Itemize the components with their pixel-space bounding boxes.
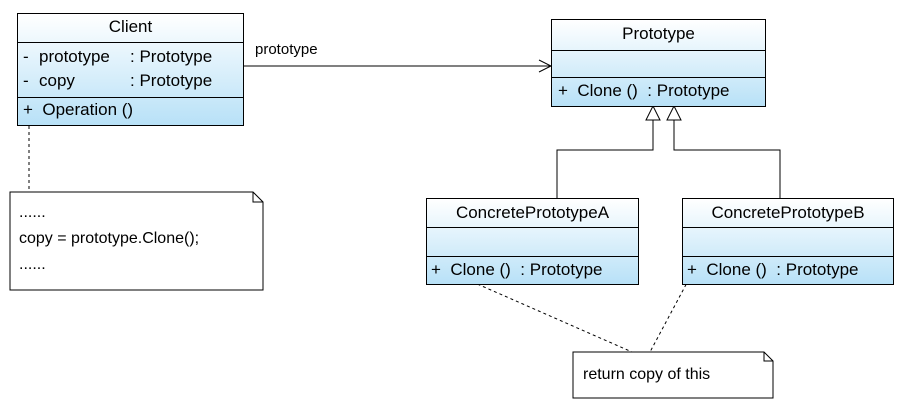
association-label: prototype bbox=[255, 41, 318, 58]
clone-note-anchor-b bbox=[649, 278, 690, 353]
concrete-prototype-b-class[interactable]: ConcretePrototypeB + Clone () : Prototyp… bbox=[682, 198, 894, 285]
concrete-a-attr-divider bbox=[427, 256, 638, 257]
clone-note-fold bbox=[763, 352, 773, 362]
client-attr-prototype-vis: - bbox=[23, 47, 29, 66]
client-attr-copy-type: : Prototype bbox=[130, 71, 213, 90]
concrete-b-name-divider bbox=[683, 227, 893, 228]
client-note-line-1: ...... bbox=[19, 204, 46, 221]
client-note-fold bbox=[252, 192, 263, 203]
concrete-a-name-divider bbox=[427, 227, 638, 228]
concrete-prototype-a-name: ConcretePrototypeA bbox=[455, 203, 610, 222]
client-attr-divider bbox=[18, 97, 243, 98]
generalization-a-line bbox=[556, 120, 654, 199]
generalization-b-arrowhead bbox=[666, 104, 682, 121]
clone-note-text: return copy of this bbox=[583, 366, 711, 383]
prototype-attr-divider bbox=[552, 77, 765, 78]
prototype-op-clone: + Clone () : Prototype bbox=[558, 81, 730, 100]
client-name-divider bbox=[18, 42, 243, 43]
prototype-name-divider bbox=[552, 50, 765, 51]
clone-note-shape bbox=[572, 351, 774, 399]
generalization-a-arrowhead bbox=[645, 104, 661, 121]
client-note-shape bbox=[9, 191, 264, 291]
client-class-name: Client bbox=[108, 17, 153, 36]
client-attr-copy-vis: - bbox=[23, 71, 29, 90]
prototype-class[interactable]: Prototype + Clone () : Prototype bbox=[551, 19, 766, 107]
client-note-line-3: ...... bbox=[19, 256, 46, 273]
concrete-b-op-clone: + Clone () : Prototype bbox=[687, 260, 859, 279]
client-attr-prototype-type: : Prototype bbox=[130, 47, 213, 66]
client-class[interactable]: Client - prototype : Prototype - copy : … bbox=[17, 13, 244, 126]
client-attr-copy-name: copy bbox=[39, 71, 75, 90]
generalization-b-line bbox=[673, 120, 781, 199]
concrete-a-op-clone: + Clone () : Prototype bbox=[431, 260, 603, 279]
concrete-b-attr-divider bbox=[683, 256, 893, 257]
client-op-operation: + Operation () bbox=[23, 100, 134, 119]
concrete-prototype-a-class[interactable]: ConcretePrototypeA + Clone () : Prototyp… bbox=[426, 198, 639, 285]
prototype-class-name: Prototype bbox=[622, 24, 695, 43]
client-attr-prototype-name: prototype bbox=[39, 47, 110, 66]
clone-note: return copy of this bbox=[573, 352, 773, 398]
client-note-line-2: copy = prototype.Clone(); bbox=[19, 230, 200, 247]
concrete-prototype-b-name: ConcretePrototypeB bbox=[711, 203, 865, 222]
client-note: ...... copy = prototype.Clone(); ...... bbox=[10, 192, 263, 290]
